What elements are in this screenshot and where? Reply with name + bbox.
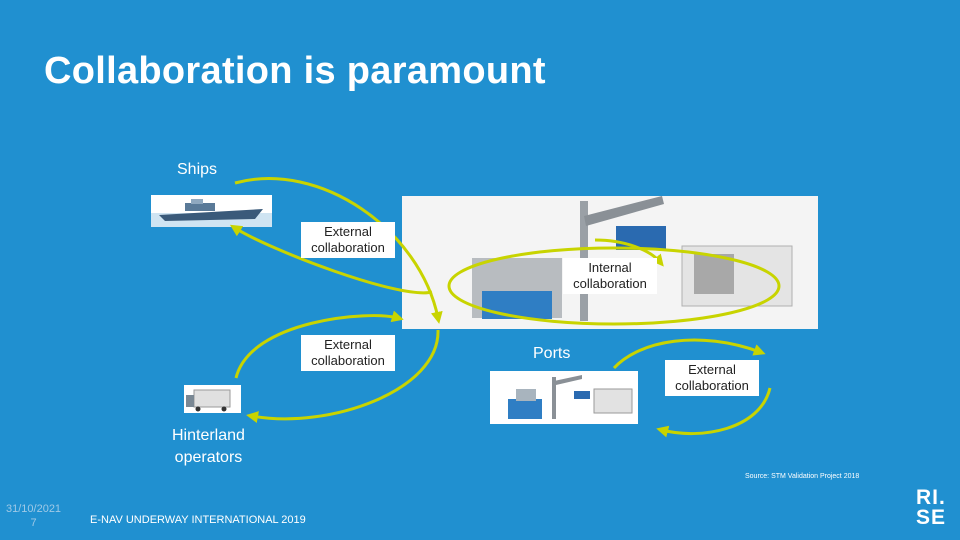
date-text: 31/10/2021: [6, 503, 62, 515]
arrow-ports-to-hinterland: [246, 329, 440, 423]
arrow-ports-to-ships: [229, 224, 433, 295]
external-right-line1: External: [688, 362, 736, 377]
internal-line1: Internal: [588, 260, 632, 275]
source-note: Source: STM Validation Project 2018: [745, 473, 860, 480]
ships-photo: [151, 195, 272, 227]
arrow-right-bottom: [656, 387, 772, 438]
footer-event: E-NAV UNDERWAY INTERNATIONAL 2019: [90, 514, 306, 526]
hinterland-label: Hinterland operators: [172, 427, 245, 466]
hinterland-photo: [184, 385, 241, 413]
external-top-line2: collaboration: [311, 240, 385, 255]
ports-label: Ports: [533, 345, 571, 362]
external-collaboration-right-box: External collaboration: [665, 360, 759, 396]
external-collaboration-top-box: External collaboration: [301, 222, 395, 258]
logo-top: RI.: [916, 486, 946, 509]
internal-line2: collaboration: [573, 276, 647, 291]
arrow-ships-to-ports: [234, 177, 443, 324]
external-collaboration-mid-box: External collaboration: [301, 335, 395, 371]
external-right-line2: collaboration: [675, 378, 749, 393]
slide-title: Collaboration is paramount: [44, 50, 546, 92]
ship-image: [151, 195, 272, 227]
rise-logo: RI. SE: [916, 486, 947, 529]
ports-small-photo: [490, 371, 638, 424]
internal-collaboration-box: Internal collaboration: [563, 258, 657, 294]
port-image: [402, 196, 818, 329]
footer-date: 31/10/2021 7: [6, 502, 61, 530]
ships-label: Ships: [177, 161, 218, 178]
external-mid-line1: External: [324, 337, 372, 352]
arrow-right-top: [612, 338, 766, 370]
port-small-image: [490, 371, 638, 424]
page-number: 7: [30, 517, 37, 529]
arrow-hinterland-to-ports: [234, 310, 404, 379]
external-mid-line2: collaboration: [311, 353, 385, 368]
logo-bottom: SE: [916, 506, 947, 529]
truck-image: [184, 385, 241, 413]
port-photo: [402, 196, 818, 329]
external-top-line1: External: [324, 224, 372, 239]
